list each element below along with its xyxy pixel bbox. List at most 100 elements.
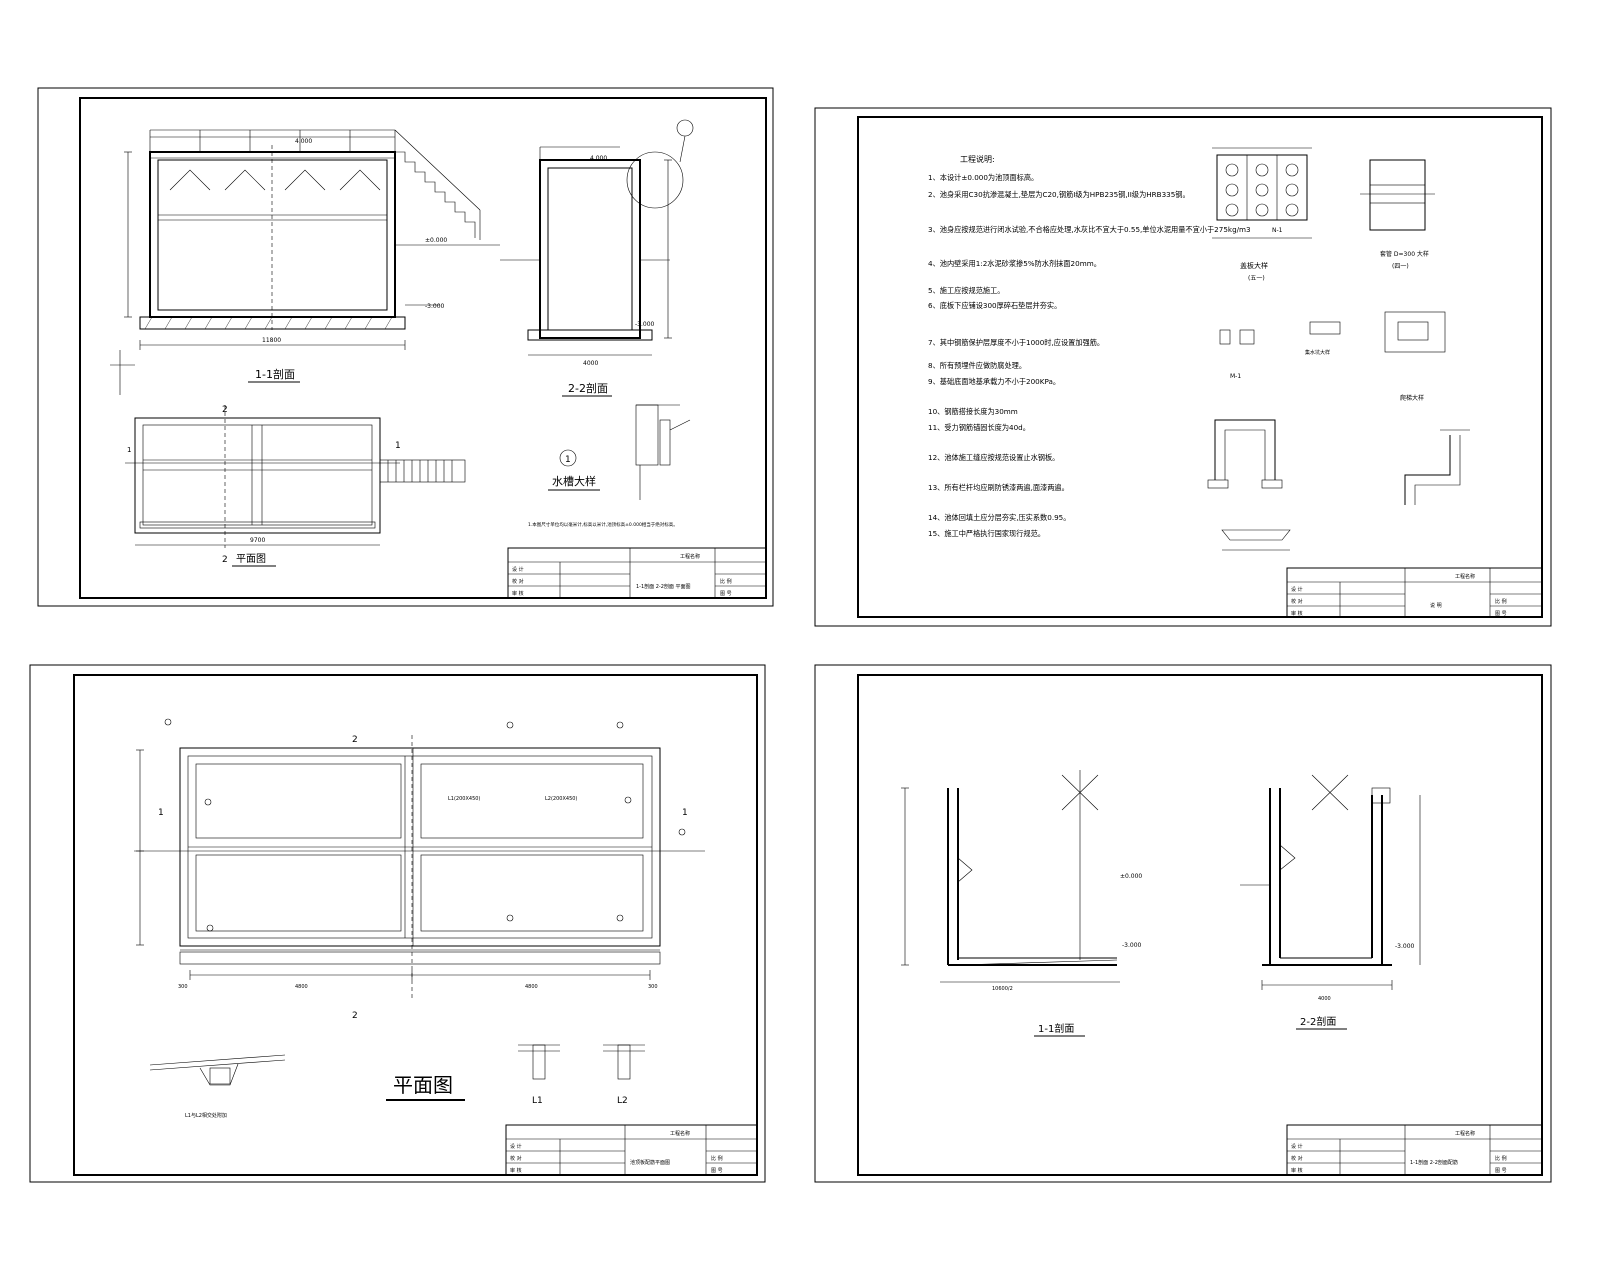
detail-number: 1 — [565, 455, 571, 465]
sheet-2-title-block: 工程名称 设 计 校 对 审 核 说 明 比 例 图 号 — [1286, 567, 1543, 618]
dim-a: 4800 — [295, 984, 308, 990]
plan-marker-1-left: 1 — [127, 446, 131, 454]
rebar-section-1-1-title: 1-1剖面 — [1038, 1022, 1074, 1035]
note-line: 6、底板下应铺设300厚碎石垫层并夯实。 — [928, 301, 1061, 310]
plan-marker-1-right: 1 — [395, 441, 401, 451]
note-line: 5、施工应按规范施工。 — [928, 286, 1004, 295]
tb2-checker: 校 对 — [1291, 598, 1303, 605]
tb2-project: 工程名称 — [1455, 573, 1475, 580]
dim-side-left: 300 — [178, 984, 188, 990]
tb1-approver: 审 核 — [512, 590, 524, 597]
note-line: 7、其中钢筋保护层厚度不小于1000时,应设置加强筋。 — [928, 338, 1104, 347]
tb1-drawing-no: 图 号 — [720, 591, 732, 597]
dim-side-right: 300 — [648, 984, 658, 990]
sump-detail — [1207, 419, 1291, 551]
note-line: 1、本设计±0.000为池顶面标高。 — [928, 173, 1038, 182]
tb4-drawing-no: 图 号 — [1495, 1168, 1507, 1174]
section-1-1-title: 1-1剖面 — [255, 367, 295, 381]
dim-inner-plan: 9700 — [250, 537, 265, 544]
pipe-subtitle: (四一) — [1392, 263, 1409, 270]
beam-intersection-detail: L1与L2相交处附加 — [149, 1054, 286, 1119]
elev-bottom-2-2: -3.000 — [1395, 943, 1415, 950]
elev-bottom-2-2: -3.000 — [635, 321, 655, 328]
m1-label: M-1 — [1230, 373, 1241, 380]
note-line: 10、钢筋搭接长度为30mm — [928, 407, 1018, 416]
note-line: 11、受力钢筋锚固长度为40d。 — [928, 423, 1030, 432]
note-line: 3、池身应按规范进行闭水试验,不合格应处理,水灰比不宜大于0.55,单位水泥用量… — [928, 225, 1251, 234]
grate-subtitle: (五一) — [1248, 275, 1265, 282]
sheet-4-title-block: 工程名称 设 计 校 对 审 核 1-1剖面 2-2剖面配筋 比 例 图 号 — [1286, 1124, 1543, 1176]
l1-l2-sections: L1 L2 — [518, 1044, 645, 1106]
tb4-designer: 设 计 — [1291, 1143, 1303, 1150]
elev-top-label: 4.000 — [295, 138, 312, 145]
note-line: 9、基础底面地基承载力不小于200KPa。 — [928, 377, 1060, 386]
note-line: 15、施工中严格执行国家现行规范。 — [928, 529, 1045, 538]
sheet-3-inner-frame — [73, 674, 758, 1176]
tb3-project: 工程名称 — [670, 1130, 690, 1137]
tb3-sheet-name: 池顶板配筋平面图 — [630, 1159, 670, 1166]
m1-detail: M-1 集水坑大样 — [1219, 321, 1341, 380]
sheet-1-outer-frame — [37, 87, 774, 607]
drain-label: 集水坑大样 — [1305, 349, 1330, 356]
beam-tag-l2: L2(200X450) — [545, 796, 577, 802]
dim-width-2-2: 4000 — [1318, 996, 1331, 1002]
section-2-2-drawing: 4000 -3.000 4.000 2-2剖面 — [500, 119, 694, 397]
sheet-1-note: 1.本图尺寸单位均以毫米计,标高以米计,池顶标高±0.000相当于绝对标高。 — [528, 521, 678, 528]
tb1-designer: 设 计 — [512, 566, 524, 573]
elev-bottom-label: -3.000 — [425, 303, 445, 310]
tb3-approver: 审 核 — [510, 1167, 522, 1174]
slab-plan-drawing: 1 1 2 2 4800 4800 300 300 L1(200X450) L2… — [134, 718, 705, 1021]
tb4-scale: 比 例 — [1495, 1155, 1507, 1162]
note-line: 8、所有预埋件应做防腐处理。 — [928, 361, 1026, 370]
rebar-section-2-2: 4000 -3.000 2-2剖面 — [1240, 774, 1421, 1030]
plan-view-drawing: 2 2 1 1 9700 平面图 — [110, 350, 466, 567]
tb4-checker: 校 对 — [1291, 1155, 1303, 1162]
grate-detail: 盖板大样 (五一) N-1 — [1212, 147, 1312, 282]
sheet-4-outer-frame — [814, 664, 1552, 1183]
slab-plan-title: 平面图 — [393, 1073, 453, 1097]
beam-tag-l1: L1(200X450) — [448, 796, 480, 802]
sheet-4: ±0.000 -3.000 10600/2 1-1剖面 4000 -3.000 — [814, 664, 1552, 1183]
elev-0-label: ±0.000 — [425, 237, 447, 244]
axis-1-left: 1 — [158, 808, 164, 818]
pipe-detail: 套管 D=300 大样 (四一) — [1360, 159, 1435, 270]
ladder-title: 爬梯大样 — [1400, 394, 1424, 402]
sheet-3: 1 1 2 2 4800 4800 300 300 L1(200X450) L2… — [29, 664, 766, 1183]
tb2-designer: 设 计 — [1291, 586, 1303, 593]
axis-2-top: 2 — [352, 735, 358, 745]
section-2-2-title: 2-2剖面 — [568, 381, 608, 395]
ladder-detail: 爬梯大样 — [1384, 311, 1446, 402]
rebar-section-2-2-title: 2-2剖面 — [1300, 1015, 1336, 1028]
pipe-title: 套管 D=300 大样 — [1380, 250, 1429, 258]
tb3-scale: 比 例 — [711, 1155, 723, 1162]
plan-marker-2-top: 2 — [222, 405, 228, 415]
tb1-project: 工程名称 — [680, 553, 700, 560]
elev-0-1-1: ±0.000 — [1120, 873, 1142, 880]
sheet-4-inner-frame — [857, 674, 1543, 1176]
axis-2-bottom: 2 — [352, 1011, 358, 1021]
plan-title: 平面图 — [236, 553, 266, 565]
note-line: 14、池体回填土应分层夯实,压实系数0.95。 — [928, 513, 1070, 522]
sheet-1: 11800 ±0.000 4.000 -3.000 1-1剖面 4000 -3.… — [37, 87, 774, 607]
tb2-approver: 审 核 — [1291, 610, 1303, 617]
notes-list: 1、本设计±0.000为池顶面标高。 2、池身采用C30抗渗混凝土,垫层为C20… — [928, 173, 1251, 538]
tb2-scale: 比 例 — [1495, 598, 1507, 605]
dim-total-1-1: 11800 — [262, 337, 281, 344]
sheet-1-title-block: 工程名称 设 计 校 对 审 核 1-1剖面 2-2剖面 平面图 图 号 比 例 — [507, 547, 767, 599]
dim-b: 4800 — [525, 984, 538, 990]
rebar-section-1-1: ±0.000 -3.000 10600/2 1-1剖面 — [901, 770, 1142, 1037]
section-l2: L2 — [617, 1096, 628, 1106]
elev-top-2-2: 4.000 — [590, 155, 607, 162]
sheet-2-inner-frame — [857, 116, 1543, 618]
tb4-sheet-name: 1-1剖面 2-2剖面配筋 — [1410, 1159, 1458, 1166]
sheet-2: 工程说明: 1、本设计±0.000为池顶面标高。 2、池身采用C30抗渗混凝土,… — [814, 107, 1552, 627]
elev-bottom-1-1: -3.000 — [1122, 942, 1142, 949]
detail-title: 水槽大样 — [552, 474, 596, 488]
section-l1: L1 — [532, 1096, 543, 1106]
note-line: 13、所有栏杆均应刷防锈漆两遍,面漆两遍。 — [928, 483, 1069, 492]
axis-1-right: 1 — [682, 808, 688, 818]
note-line: 4、池内壁采用1:2水泥砂浆掺5%防水剂抹面20mm。 — [928, 259, 1101, 268]
grate-title: 盖板大样 — [1240, 261, 1268, 270]
tb3-drawing-no: 图 号 — [711, 1168, 723, 1174]
